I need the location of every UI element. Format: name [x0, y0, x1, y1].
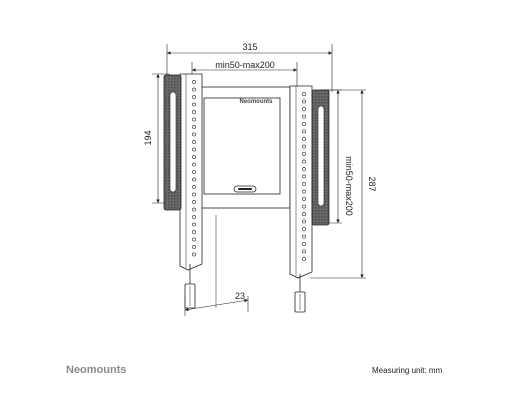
right-rubber-pad: [311, 89, 330, 226]
left-rail-hole: [192, 80, 196, 84]
right-rail-hole: [302, 212, 306, 216]
left-rubber-pad: [163, 74, 182, 211]
left-rail-hole: [192, 207, 196, 212]
footer-brand-name: Neomounts: [66, 364, 127, 376]
left-rail-hole: [192, 102, 196, 107]
left-safety-cord: [184, 264, 196, 309]
right-rail-hole: [302, 182, 306, 186]
dimension-vesa-width: min50-max200: [191, 60, 298, 86]
left-rail-hole: [192, 192, 196, 197]
plate-brand-logo: Neomounts: [240, 99, 274, 105]
left-rail-hole: [192, 162, 196, 167]
right-rail-hole: [302, 159, 306, 164]
right-rail-hole: [302, 249, 306, 254]
right-rail-hole: [302, 137, 306, 141]
right-rail-hole: [302, 227, 306, 231]
wall-plate: Neomounts: [182, 86, 302, 209]
left-rail-holes: [192, 80, 196, 257]
right-rail-hole: [302, 122, 306, 126]
right-safety-cord: [294, 274, 306, 313]
overall-width-label: 315: [242, 42, 257, 52]
right-rail-hole: [302, 234, 306, 239]
measuring-unit-note: Measuring unit: mm: [372, 366, 443, 375]
left-rail-hole: [192, 170, 196, 174]
left-rail-hole: [192, 155, 196, 159]
dimension-overall-height: 287: [310, 89, 377, 279]
right-rail-hole: [302, 144, 306, 149]
right-rail-hole: [302, 107, 306, 111]
side-height-label: 194: [143, 130, 153, 145]
right-rail-hole: [302, 129, 306, 134]
left-rail-hole: [192, 177, 196, 182]
left-rail-hole: [192, 200, 196, 204]
left-rail-hole: [192, 185, 196, 189]
vesa-width-label: min50-max200: [215, 60, 275, 70]
right-rail-holes: [302, 92, 306, 261]
left-rail-hole: [192, 125, 196, 129]
right-rail-hole: [302, 114, 306, 119]
left-rail-hole: [192, 87, 196, 92]
left-rail-hole: [192, 147, 196, 152]
left-rail-hole: [192, 140, 196, 144]
right-rail-hole: [302, 152, 306, 156]
left-rail-hole: [192, 230, 196, 234]
left-rail-hole: [192, 132, 196, 137]
overall-height-label: 287: [367, 176, 377, 191]
left-vertical-rail: [179, 73, 203, 271]
left-rail-hole: [192, 95, 196, 99]
left-rail-hole: [192, 245, 196, 249]
vesa-height-right-label: min50-max200: [344, 156, 354, 216]
left-rail-hole: [192, 222, 196, 227]
right-rail-hole: [302, 242, 306, 246]
left-rail-hole: [192, 252, 196, 257]
right-vertical-rail: [289, 85, 313, 279]
right-rail-hole: [302, 99, 306, 104]
right-rail-hole: [302, 92, 306, 96]
right-rail-hole: [302, 174, 306, 179]
depth-label: 23: [235, 291, 245, 301]
left-rail-hole: [192, 117, 196, 122]
left-rail-hole: [192, 215, 196, 219]
right-rail-hole: [302, 189, 306, 194]
left-rail-hole: [192, 237, 196, 242]
left-rail-hole: [192, 110, 196, 114]
right-rail-hole: [302, 167, 306, 171]
right-rail-hole: [302, 219, 306, 224]
right-rail-hole: [302, 204, 306, 209]
right-rail-hole: [302, 257, 306, 261]
right-rail-hole: [302, 197, 306, 201]
